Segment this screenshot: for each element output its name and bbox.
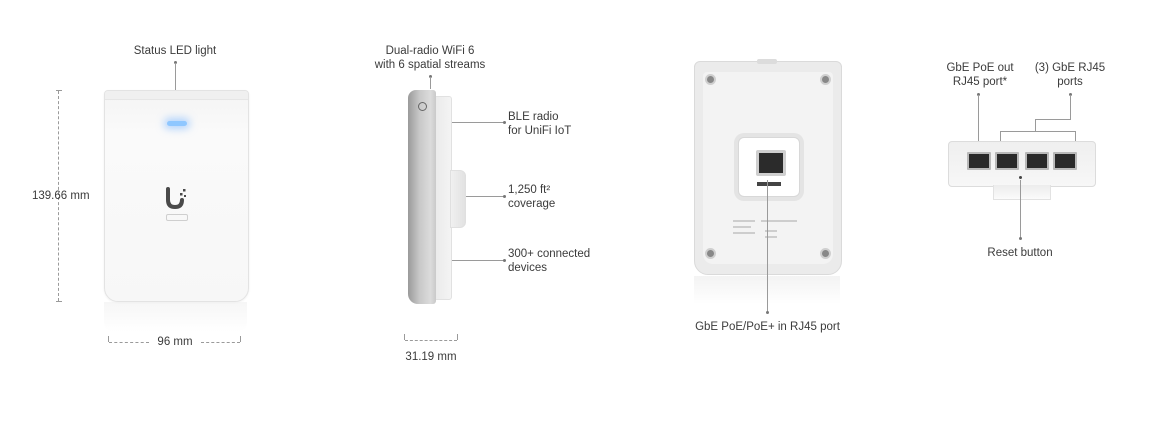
back-port-callout-line bbox=[767, 180, 768, 312]
rj45-ports-label-line2: ports bbox=[1057, 76, 1083, 88]
back-device bbox=[694, 59, 842, 275]
wifi-callout-line bbox=[430, 77, 431, 89]
screw-icon bbox=[820, 74, 831, 85]
ble-callout-line bbox=[452, 122, 504, 123]
rj45-ports-bracket-top bbox=[1035, 119, 1071, 120]
front-device-reflection bbox=[104, 302, 247, 332]
side-device-mount-bump bbox=[450, 170, 466, 228]
front-device bbox=[104, 90, 249, 302]
screw-icon bbox=[705, 248, 716, 259]
regulatory-mark bbox=[765, 236, 777, 238]
reset-button-icon bbox=[1019, 176, 1022, 179]
coverage-label-line2: coverage bbox=[508, 198, 556, 210]
regulatory-mark bbox=[733, 226, 751, 228]
rj45-port-icon bbox=[1025, 152, 1049, 170]
led-callout-dot bbox=[174, 61, 177, 64]
status-led-icon bbox=[167, 121, 187, 126]
regulatory-mark bbox=[765, 230, 777, 232]
ble-label-line2: for UniFi IoT bbox=[508, 125, 572, 137]
poe-out-callout-dot bbox=[977, 93, 980, 96]
coverage-callout-dot bbox=[503, 195, 506, 198]
rj45-port-icon bbox=[1053, 152, 1077, 170]
reset-callout-line bbox=[1020, 180, 1021, 238]
side-button-icon bbox=[418, 102, 427, 111]
back-port-label: GbE PoE/PoE+ in RJ45 port bbox=[695, 321, 840, 333]
coverage-callout-line bbox=[466, 196, 504, 197]
ble-callout-dot bbox=[503, 121, 506, 124]
back-port-tag bbox=[757, 182, 781, 186]
rj45-ports-bracket bbox=[1000, 131, 1076, 132]
width-tick-right bbox=[240, 336, 241, 342]
regulatory-mark bbox=[733, 232, 755, 234]
rj45-port-icon bbox=[756, 150, 786, 176]
rj45-ports-callout-line bbox=[1070, 95, 1071, 119]
rj45-ports-bracket-right bbox=[1075, 131, 1076, 141]
poe-out-label-line1: GbE PoE out bbox=[946, 62, 1014, 74]
reset-label: Reset button bbox=[987, 247, 1053, 259]
screw-icon bbox=[705, 74, 716, 85]
poe-out-callout-line bbox=[978, 95, 979, 141]
bottom-device bbox=[948, 141, 1096, 187]
rj45-port-icon bbox=[995, 152, 1019, 170]
coverage-label-line1: 1,250 ft² bbox=[508, 184, 551, 196]
status-led-label: Status LED light bbox=[133, 45, 217, 57]
width-dimension-line-right bbox=[201, 342, 240, 343]
front-logo-tag bbox=[166, 214, 188, 221]
width-tick-left bbox=[108, 336, 109, 342]
height-tick-bottom bbox=[56, 301, 62, 302]
height-dimension-line bbox=[58, 91, 59, 301]
side-device bbox=[408, 90, 466, 304]
rj45-port-icon bbox=[967, 152, 991, 170]
height-tick-top bbox=[56, 90, 62, 91]
rj45-ports-callout-dot bbox=[1069, 93, 1072, 96]
back-port-callout-dot bbox=[766, 311, 769, 314]
bottom-device-shelf bbox=[993, 185, 1051, 200]
front-device-top-strip bbox=[105, 91, 248, 100]
screw-icon bbox=[820, 248, 831, 259]
depth-label: 31.19 mm bbox=[405, 351, 457, 363]
unifi-u-logo-icon bbox=[166, 187, 186, 210]
width-label: 96 mm bbox=[157, 336, 193, 348]
regulatory-mark bbox=[761, 220, 797, 222]
devices-label-line1: 300+ connected bbox=[508, 248, 591, 260]
regulatory-mark bbox=[733, 220, 755, 222]
rj45-ports-bracket-left bbox=[1000, 131, 1001, 141]
devices-callout-dot bbox=[503, 259, 506, 262]
ble-label-line1: BLE radio bbox=[508, 111, 559, 123]
wifi-label-line2: with 6 spatial streams bbox=[374, 59, 486, 71]
depth-dimension-line bbox=[405, 340, 457, 341]
reset-callout-dot bbox=[1019, 237, 1022, 240]
back-device-top-tab bbox=[757, 59, 777, 64]
back-port-panel bbox=[738, 137, 800, 197]
devices-callout-line bbox=[452, 260, 504, 261]
poe-out-label-line2: RJ45 port* bbox=[952, 76, 1008, 88]
side-device-front-cover bbox=[408, 90, 436, 304]
height-label: 139.66 mm bbox=[32, 190, 90, 202]
depth-tick-right bbox=[457, 334, 458, 340]
depth-tick-left bbox=[404, 334, 405, 340]
rj45-ports-bracket-stem bbox=[1035, 119, 1036, 131]
rj45-ports-label-line1: (3) GbE RJ45 bbox=[1034, 62, 1106, 74]
devices-label-line2: devices bbox=[508, 262, 547, 274]
wifi-label-line1: Dual-radio WiFi 6 bbox=[385, 45, 475, 57]
width-dimension-line-left bbox=[109, 342, 149, 343]
wifi-callout-dot bbox=[429, 75, 432, 78]
